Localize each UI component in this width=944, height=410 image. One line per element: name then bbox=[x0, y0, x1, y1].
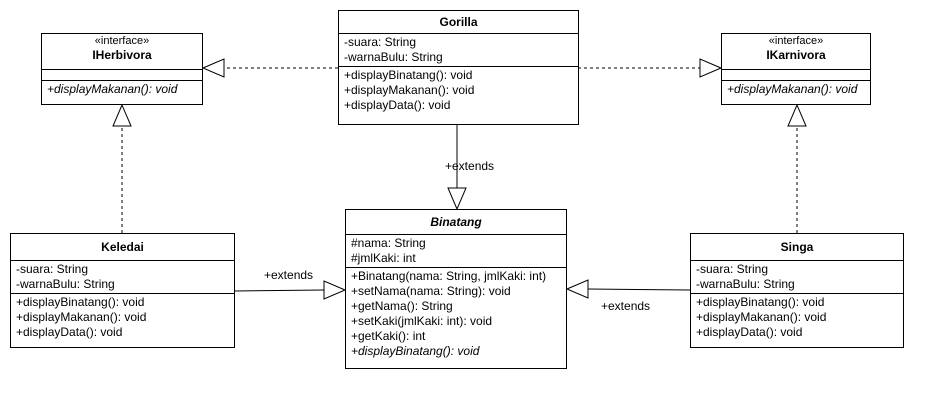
stereotype: «interface» bbox=[94, 35, 150, 47]
class-binatang-attributes: #nama: String #jmlKaki: int bbox=[346, 235, 566, 268]
generalization-keledai-binatang bbox=[234, 289, 325, 292]
method: +displayBinatang(): void bbox=[16, 295, 145, 309]
attribute: -suara: String bbox=[696, 262, 769, 276]
interface-iherbivora-attributes bbox=[42, 70, 202, 81]
method: +displayBinatang(): void bbox=[344, 68, 473, 82]
class-binatang-header: Binatang bbox=[346, 210, 566, 235]
extends-label-keledai: +extends bbox=[264, 268, 314, 282]
class-binatang: Binatang #nama: String #jmlKaki: int +Bi… bbox=[345, 209, 567, 369]
class-gorilla: Gorilla -suara: String -warnaBulu: Strin… bbox=[338, 10, 579, 125]
attribute: #jmlKaki: int bbox=[351, 251, 416, 265]
method: +setNama(nama: String): void bbox=[351, 284, 511, 298]
class-keledai-methods: +displayBinatang(): void +displayMakanan… bbox=[11, 294, 234, 341]
method: +Binatang(nama: String, jmlKaki: int) bbox=[351, 269, 547, 283]
extends-label-gorilla: +extends bbox=[445, 159, 495, 173]
class-name: Binatang bbox=[430, 215, 482, 229]
interface-iherbivora-methods: +displayMakanan(): void bbox=[42, 81, 202, 98]
method: +displayMakanan(): void bbox=[696, 310, 827, 324]
class-singa: Singa -suara: String -warnaBulu: String … bbox=[690, 233, 904, 348]
extends-label-singa: +extends bbox=[601, 299, 651, 313]
attribute: -suara: String bbox=[16, 262, 89, 276]
method: +getNama(): String bbox=[351, 299, 453, 313]
method: +displayData(): void bbox=[344, 98, 451, 112]
class-singa-header: Singa bbox=[691, 234, 903, 261]
realization-arrowhead-ikarnivora bbox=[699, 58, 723, 78]
attribute: -warnaBulu: String bbox=[696, 277, 795, 291]
method: +displayData(): void bbox=[696, 325, 803, 339]
method: +displayMakanan(): void bbox=[16, 310, 147, 324]
interface-iherbivora: «interface» IHerbivora +displayMakanan()… bbox=[41, 33, 203, 105]
method: +displayData(): void bbox=[16, 325, 123, 339]
class-gorilla-header: Gorilla bbox=[339, 11, 578, 34]
attribute: -suara: String bbox=[344, 35, 417, 49]
class-singa-attributes: -suara: String -warnaBulu: String bbox=[691, 261, 903, 294]
interface-iherbivora-header: «interface» IHerbivora bbox=[42, 34, 202, 70]
class-singa-methods: +displayBinatang(): void +displayMakanan… bbox=[691, 294, 903, 341]
class-keledai: Keledai -suara: String -warnaBulu: Strin… bbox=[10, 233, 235, 348]
class-name: Singa bbox=[780, 240, 814, 254]
interface-name: IHerbivora bbox=[92, 48, 152, 62]
generalization-arrowhead-singa bbox=[565, 279, 589, 299]
class-gorilla-methods: +displayBinatang(): void +displayMakanan… bbox=[339, 67, 578, 114]
realization-arrowhead-keledai bbox=[112, 103, 132, 127]
method: +setKaki(jmlKaki: int): void bbox=[351, 314, 493, 328]
interface-ikarnivora: «interface» IKarnivora +displayMakanan()… bbox=[721, 33, 871, 105]
class-keledai-attributes: -suara: String -warnaBulu: String bbox=[11, 261, 234, 294]
method: +displayMakanan(): void bbox=[344, 83, 475, 97]
class-binatang-methods: +Binatang(nama: String, jmlKaki: int) +s… bbox=[346, 268, 566, 360]
method: +displayMakanan(): void bbox=[47, 82, 178, 96]
attribute: -warnaBulu: String bbox=[16, 277, 115, 291]
method: +getKaki(): int bbox=[351, 329, 426, 343]
stereotype: «interface» bbox=[768, 35, 824, 47]
interface-name: IKarnivora bbox=[766, 48, 826, 62]
interface-ikarnivora-methods: +displayMakanan(): void bbox=[722, 81, 870, 98]
interface-ikarnivora-attributes bbox=[722, 70, 870, 81]
method: +displayBinatang(): void bbox=[351, 344, 480, 358]
generalization-singa-binatang bbox=[587, 288, 691, 291]
method: +displayMakanan(): void bbox=[727, 82, 858, 96]
attribute: -warnaBulu: String bbox=[344, 50, 443, 64]
method: +displayBinatang(): void bbox=[696, 295, 825, 309]
class-keledai-header: Keledai bbox=[11, 234, 234, 261]
generalization-arrowhead-gorilla bbox=[447, 187, 467, 211]
interface-ikarnivora-header: «interface» IKarnivora bbox=[722, 34, 870, 70]
class-name: Gorilla bbox=[439, 15, 478, 29]
generalization-arrowhead-keledai bbox=[323, 280, 347, 300]
realization-arrowhead-iherbivora bbox=[201, 58, 225, 78]
realization-arrowhead-singa bbox=[787, 103, 807, 127]
attribute: #nama: String bbox=[351, 236, 426, 250]
class-gorilla-attributes: -suara: String -warnaBulu: String bbox=[339, 34, 578, 67]
class-name: Keledai bbox=[101, 240, 144, 254]
